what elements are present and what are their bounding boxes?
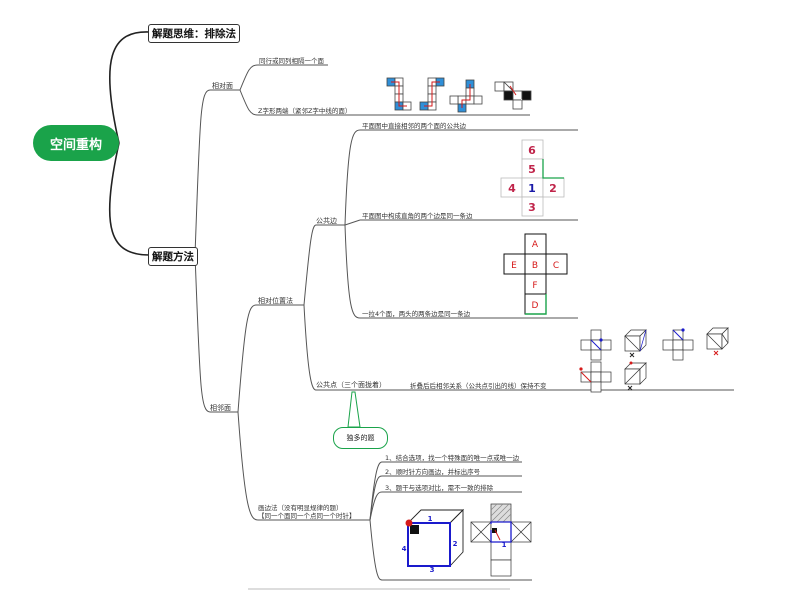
- z-shape-figure-3: [449, 79, 483, 113]
- common-point-figure-1: [580, 329, 612, 361]
- z-shape-figure-1: [386, 77, 412, 111]
- net-number-label: 4: [508, 182, 516, 195]
- callout-note[interactable]: 独多的题: [333, 427, 388, 449]
- node-common-point-rule[interactable]: 折叠后后相邻关系（公共点引出的线）保持不变: [410, 382, 547, 390]
- connector-lines: [108, 31, 734, 590]
- net-fold-number: 1: [502, 541, 507, 549]
- cube-edge-number: 4: [402, 545, 407, 553]
- z-shape-figure-4: [494, 81, 532, 110]
- net-letter-label: C: [553, 261, 559, 271]
- net-letter-label: D: [532, 301, 539, 311]
- net-letter-label: B: [532, 261, 538, 271]
- node-step-2[interactable]: 2、顺时针方向画边，并标出序号: [385, 468, 481, 476]
- node-opposite-rule1[interactable]: 同行或同列相隔一个面: [259, 57, 324, 65]
- cube-edge-number: 1: [428, 515, 433, 523]
- root-node[interactable]: 空间重构: [33, 125, 119, 161]
- letter-net-figure: [503, 233, 568, 315]
- branch-thinking[interactable]: 解题思维：排除法: [148, 24, 240, 43]
- node-opposite-rule2[interactable]: Z字形两端（紧邻Z字中线的面）: [258, 107, 352, 115]
- z-shape-figure-2: [419, 77, 445, 111]
- node-draw-edge-subtitle[interactable]: 【同一个面同一个点同一个时针】: [258, 512, 356, 520]
- node-common-point[interactable]: 公共点（三个面拢着）: [316, 381, 386, 389]
- node-common-edge-rule2[interactable]: 平面图中构成直角的两个边是同一条边: [362, 212, 473, 220]
- net-number-label: 3: [528, 201, 536, 214]
- cube-edge-number: 3: [430, 566, 435, 574]
- common-point-figure-2: [662, 328, 694, 361]
- net-letter-label: F: [532, 281, 537, 291]
- net-number-label: 1: [528, 182, 536, 195]
- net-letter-label: A: [532, 240, 539, 250]
- common-point-cube-1: [624, 329, 647, 358]
- node-common-edge-rule1[interactable]: 平面图中直接相邻的两个面的公共边: [362, 122, 466, 130]
- node-common-edge-rule3[interactable]: 一拉4个面，两头的两条边是同一条边: [362, 310, 471, 318]
- node-relative-position[interactable]: 相对位置法: [258, 297, 293, 305]
- node-step-3[interactable]: 3、题干与选项对比，需不一致的排除: [385, 484, 494, 492]
- net-number-label: 5: [528, 163, 536, 176]
- net-number-label: 6: [528, 144, 536, 157]
- common-point-cube-2: [706, 327, 729, 356]
- draw-edge-net-figure: [470, 503, 532, 577]
- number-net-figure: [500, 139, 565, 217]
- node-step-1[interactable]: 1、结合选项，找一个特殊面的唯一点或唯一边: [385, 454, 520, 462]
- node-draw-edge-title[interactable]: 画边法（没有明显规律的题）: [258, 504, 343, 512]
- node-opposite[interactable]: 相对面: [212, 82, 233, 90]
- node-adjacent[interactable]: 相邻面: [210, 404, 231, 412]
- draw-edge-cube-figure: [405, 508, 465, 568]
- node-common-edge[interactable]: 公共边: [316, 217, 337, 225]
- common-point-cube-3: [624, 361, 647, 391]
- common-point-figure-3: [579, 361, 612, 393]
- branch-method[interactable]: 解题方法: [148, 247, 198, 266]
- cube-edge-number: 2: [453, 540, 458, 548]
- net-letter-label: E: [511, 261, 517, 271]
- net-number-label: 2: [549, 182, 557, 195]
